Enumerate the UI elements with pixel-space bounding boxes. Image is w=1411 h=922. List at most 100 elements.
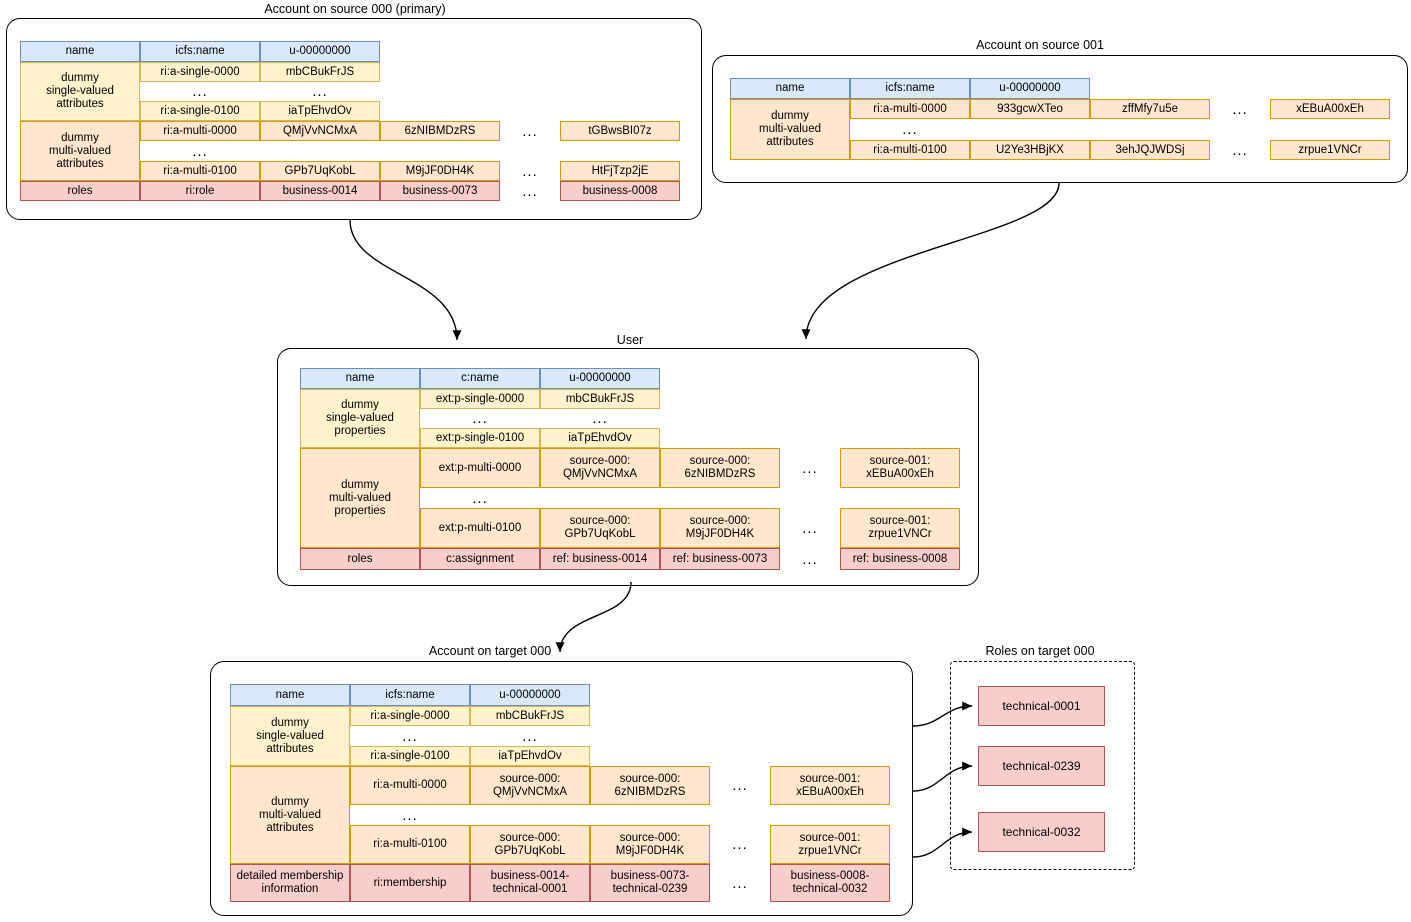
- s001-header-name: name: [730, 78, 850, 99]
- user-single-first-key: ext:p-single-0000: [420, 389, 540, 409]
- group-box-target000: [210, 661, 913, 916]
- s000-roles-value-1: business-0073: [380, 181, 500, 201]
- s001-multi-first-last-value: xEBuA00xEh: [1270, 99, 1390, 119]
- user-single-value-ellipsis: ...: [592, 410, 608, 427]
- user-multi-last-ellipsis: ...: [802, 519, 818, 537]
- s000-multi-first-value-0: QMjVvNCMxA: [260, 121, 380, 141]
- t000-membership-label: detailed membership information: [230, 864, 350, 902]
- user-multi-label: dummy multi-valued properties: [300, 448, 420, 548]
- user-roles-last-value: ref: business-0008: [840, 548, 960, 570]
- t000-membership-key: ri:membership: [350, 864, 470, 902]
- user-multi-first-value-0: source-000: QMjVvNCMxA: [540, 448, 660, 488]
- s001-multi-first-key: ri:a-multi-0000: [850, 99, 970, 119]
- user-header-value: u-00000000: [540, 368, 660, 389]
- user-multi-first-last-value: source-001: xEBuA00xEh: [840, 448, 960, 488]
- t000-header-name: name: [230, 684, 350, 706]
- t000-single-label: dummy single-valued attributes: [230, 706, 350, 766]
- t000-header-key: icfs:name: [350, 684, 470, 706]
- s000-header-key: icfs:name: [140, 41, 260, 62]
- s000-multi-first-last-value: tGBwsBI07z: [560, 121, 680, 141]
- t000-multi-label: dummy multi-valued attributes: [230, 766, 350, 864]
- group-box-user: [277, 348, 979, 586]
- s000-roles-value-0: business-0014: [260, 181, 380, 201]
- group-box-rolestarget: [950, 661, 1135, 870]
- s001-multi-first-value-1: zffMfy7u5e: [1090, 99, 1210, 119]
- edge-source001-to-user: [801, 182, 1060, 340]
- user-header-name: name: [300, 368, 420, 389]
- t000-membership-ellipsis: ...: [732, 874, 748, 892]
- user-multi-first-ellipsis: ...: [802, 459, 818, 477]
- t000-multi-first-ellipsis: ...: [732, 777, 748, 794]
- s000-multi-label: dummy multi-valued attributes: [20, 121, 140, 181]
- s000-roles-ellipsis: ...: [522, 182, 538, 200]
- s001-multi-row-ellipsis: ...: [902, 121, 918, 138]
- s001-multi-last-key: ri:a-multi-0100: [850, 140, 970, 160]
- role-box-technical-0001[interactable]: technical-0001: [978, 686, 1105, 726]
- s000-single-last-key: ri:a-single-0100: [140, 101, 260, 121]
- t000-single-last-key: ri:a-single-0100: [350, 746, 470, 766]
- user-multi-last-value-1: source-000: M9jJF0DH4K: [660, 508, 780, 548]
- group-title-source001: Account on source 001: [976, 38, 1104, 52]
- t000-multi-row-ellipsis: ...: [402, 806, 418, 824]
- s000-single-value-ellipsis: ...: [312, 83, 328, 100]
- user-multi-last-key: ext:p-multi-0100: [420, 508, 540, 548]
- s000-multi-first-key: ri:a-multi-0000: [140, 121, 260, 141]
- s000-multi-last-key: ri:a-multi-0100: [140, 161, 260, 181]
- t000-membership-last-value: business-0008- technical-0032: [770, 864, 890, 902]
- t000-multi-first-last-value: source-001: xEBuA00xEh: [770, 766, 890, 805]
- user-roles-key: c:assignment: [420, 548, 540, 570]
- group-box-source000: [6, 18, 702, 220]
- user-multi-last-value-0: source-000: GPb7UqKobL: [540, 508, 660, 548]
- user-roles-label: roles: [300, 548, 420, 570]
- user-single-last-key: ext:p-single-0100: [420, 428, 540, 448]
- s000-multi-last-value-1: M9jJF0DH4K: [380, 161, 500, 181]
- t000-single-first-key: ri:a-single-0000: [350, 706, 470, 726]
- s000-multi-first-value-1: 6zNIBMDzRS: [380, 121, 500, 141]
- t000-single-last-value: iaTpEhvdOv: [470, 746, 590, 766]
- s000-multi-last-value-0: GPb7UqKobL: [260, 161, 380, 181]
- s001-multi-last-value-0: U2Ye3HBjKX: [970, 140, 1090, 160]
- s000-single-key-ellipsis: ...: [192, 83, 208, 100]
- t000-header-value: u-00000000: [470, 684, 590, 706]
- user-multi-last-last-value: source-001: zrpue1VNCr: [840, 508, 960, 548]
- group-title-rolestarget: Roles on target 000: [985, 644, 1095, 658]
- s001-multi-first-value-0: 933gcwXTeo: [970, 99, 1090, 119]
- s001-multi-last-last-value: zrpue1VNCr: [1270, 140, 1390, 160]
- s000-header-name: name: [20, 41, 140, 62]
- role-box-technical-0032[interactable]: technical-0032: [978, 812, 1105, 852]
- t000-single-key-ellipsis: ...: [402, 727, 418, 745]
- user-single-first-value: mbCBukFrJS: [540, 389, 660, 409]
- user-multi-first-value-1: source-000: 6zNIBMDzRS: [660, 448, 780, 488]
- group-title-user: User: [616, 333, 644, 347]
- t000-multi-first-value-0: source-000: QMjVvNCMxA: [470, 766, 590, 805]
- s000-roles-label: roles: [20, 181, 140, 201]
- user-roles-value-1: ref: business-0073: [660, 548, 780, 570]
- s000-single-label: dummy single-valued attributes: [20, 62, 140, 121]
- s001-header-value: u-00000000: [970, 78, 1090, 99]
- s000-roles-key: ri:role: [140, 181, 260, 201]
- t000-multi-last-value-1: source-000: M9jJF0DH4K: [590, 825, 710, 864]
- t000-membership-value-0: business-0014- technical-0001: [470, 864, 590, 902]
- user-single-label: dummy single-valued properties: [300, 389, 420, 448]
- t000-multi-last-last-value: source-001: zrpue1VNCr: [770, 825, 890, 864]
- role-box-technical-0239[interactable]: technical-0239: [978, 746, 1105, 786]
- t000-multi-last-ellipsis: ...: [732, 836, 748, 853]
- s000-multi-row-ellipsis: ...: [192, 142, 208, 160]
- t000-multi-last-value-0: source-000: GPb7UqKobL: [470, 825, 590, 864]
- s001-multi-last-value-1: 3ehJQJWDSj: [1090, 140, 1210, 160]
- s000-single-last-value: iaTpEhvdOv: [260, 101, 380, 121]
- user-single-last-value: iaTpEhvdOv: [540, 428, 660, 448]
- t000-single-first-value: mbCBukFrJS: [470, 706, 590, 726]
- user-single-key-ellipsis: ...: [472, 410, 488, 427]
- t000-multi-first-key: ri:a-multi-0000: [350, 766, 470, 805]
- s000-roles-last-value: business-0008: [560, 181, 680, 201]
- t000-membership-value-1: business-0073- technical-0239: [590, 864, 710, 902]
- s000-single-first-key: ri:a-single-0000: [140, 62, 260, 82]
- t000-single-value-ellipsis: ...: [522, 727, 538, 745]
- s001-multi-last-ellipsis: ...: [1232, 141, 1248, 159]
- group-title-source000: Account on source 000 (primary): [264, 2, 446, 16]
- s000-multi-first-ellipsis: ...: [522, 122, 538, 140]
- user-header-key: c:name: [420, 368, 540, 389]
- user-multi-row-ellipsis: ...: [472, 489, 488, 507]
